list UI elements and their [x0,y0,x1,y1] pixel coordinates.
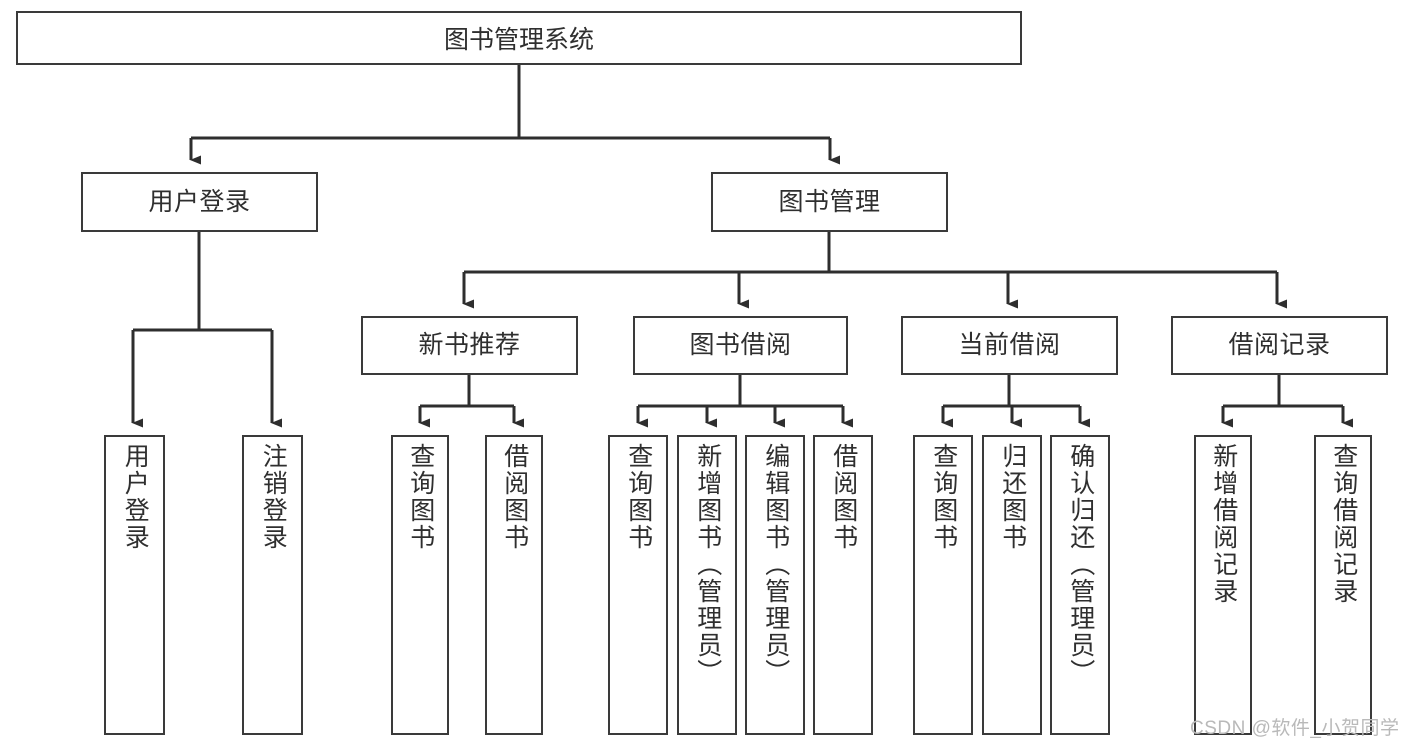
leaf-borrow-book[interactable]: 借阅图书 [813,435,873,735]
leaf-label: 用户登录 [121,443,150,551]
leaf-add-borrow-record[interactable]: 新增借阅记录 [1194,435,1252,735]
leaf-label: 借阅图书 [500,443,529,551]
leaf-label: 查询图书 [624,443,653,551]
leaf-label: 查询图书 [406,443,435,551]
leaf-add-book-admin[interactable]: 新增图书（管理员） [677,435,737,735]
node-root[interactable]: 图书管理系统 [16,11,1022,65]
leaf-query-book-current[interactable]: 查询图书 [913,435,973,735]
node-user-login[interactable]: 用户登录 [81,172,318,232]
node-book-management[interactable]: 图书管理 [711,172,948,232]
leaf-label: 注销登录 [259,443,288,551]
watermark: CSDN @软件_小贺同学 [1190,718,1400,739]
node-current-borrow[interactable]: 当前借阅 [901,316,1118,375]
leaf-label: 新增借阅记录 [1209,443,1238,605]
node-new-book-recommend-label: 新书推荐 [418,331,521,360]
leaf-query-book-recommend[interactable]: 查询图书 [391,435,449,735]
leaf-borrow-book-recommend[interactable]: 借阅图书 [485,435,543,735]
node-book-borrow[interactable]: 图书借阅 [633,316,848,375]
leaf-label: 归还图书 [998,443,1027,551]
leaf-label: 查询图书 [929,443,958,551]
leaf-edit-book-admin[interactable]: 编辑图书（管理员） [745,435,805,735]
node-root-label: 图书管理系统 [443,26,594,54]
leaf-label: 借阅图书 [829,443,858,551]
leaf-query-borrow-record[interactable]: 查询借阅记录 [1314,435,1372,735]
leaf-query-book-borrow[interactable]: 查询图书 [608,435,668,735]
leaf-return-book[interactable]: 归还图书 [982,435,1042,735]
node-book-management-label: 图书管理 [778,187,881,216]
leaf-label: 查询借阅记录 [1329,443,1358,605]
leaf-label: 确认归还（管理员） [1066,443,1095,686]
node-new-book-recommend[interactable]: 新书推荐 [361,316,578,375]
node-user-login-label: 用户登录 [148,187,251,216]
node-book-borrow-label: 图书借阅 [689,331,792,360]
node-current-borrow-label: 当前借阅 [958,331,1061,360]
leaf-user-login[interactable]: 用户登录 [104,435,165,735]
node-borrow-record-label: 借阅记录 [1228,331,1331,360]
leaf-logout[interactable]: 注销登录 [242,435,303,735]
leaf-confirm-return-admin[interactable]: 确认归还（管理员） [1050,435,1110,735]
leaf-label: 新增图书（管理员） [693,443,722,686]
node-borrow-record[interactable]: 借阅记录 [1171,316,1388,375]
leaf-label: 编辑图书（管理员） [761,443,790,686]
